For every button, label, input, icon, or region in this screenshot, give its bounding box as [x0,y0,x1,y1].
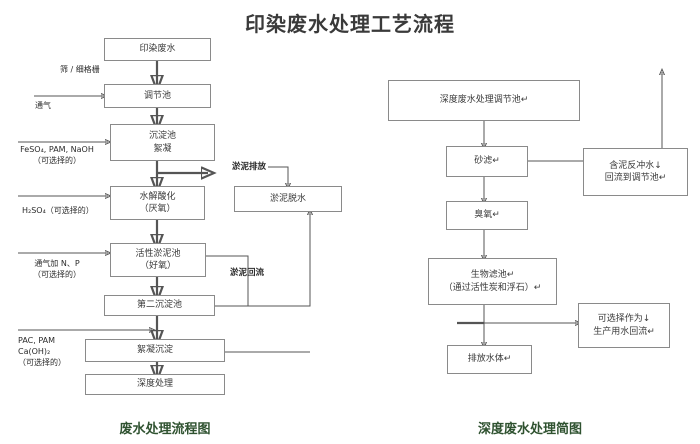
box-equalization-tank[interactable]: 调节池 [104,84,211,108]
box-dye-wastewater[interactable]: 印染废水 [104,38,211,61]
box-label: 深度处理 [136,379,173,390]
box-optional-production-reuse[interactable]: 可选择作为↓ 生产用水回流↵ [578,303,670,348]
label-feso4-pam-naoh: FeSO₄, PAM, NaOH （可选择的） [8,144,106,166]
box-advanced-treatment[interactable]: 深度处理 [85,374,225,395]
box-label-line2: （厌氧） [139,204,176,214]
aeration-line1: 通气加 N、P [34,259,80,268]
label-aeration-np: 通气加 N、P （可选择的） [8,258,106,280]
box-label: 臭氧↵ [474,210,500,221]
label-sludge-discharge: 淤泥排放 [232,162,267,172]
box-label: 印染废水 [139,44,176,55]
box-sedimentation-flocculation[interactable]: 沉淀池 絮凝 [110,124,215,161]
box-second-sedimentation-tank[interactable]: 第二沉淀池 [104,295,215,316]
box-label-line1: 生物滤池↵ [470,270,515,281]
box-label-line2: 生产用水回流↵ [593,326,655,337]
aeration-line2: （可选择的） [33,270,81,280]
box-label: 调节池 [143,90,171,101]
box-label-line2: 絮凝 [153,143,172,154]
box-discharge-water-body[interactable]: 排放水体↵ [447,345,532,374]
box-label-line2: （通过活性炭和浮石）↵ [443,282,542,293]
box-ozone[interactable]: 臭氧↵ [446,201,528,230]
coagulant-line1: PAC, PAM [18,336,56,345]
box-label: 深度废水处理调节池↵ [439,95,529,106]
box-label-line1: 活性淤泥池 [135,248,181,259]
box-label-line1: 沉淀池 [148,131,176,142]
box-label-line1: 含泥反冲水↓ [609,160,662,171]
label-pac-pam-caoh2: PAC, PAM Ca(OH)₂ （可选择的） [18,336,66,368]
box-sludge-backwash-return[interactable]: 含泥反冲水↓ 回流到调节池↵ [583,148,688,196]
box-hydrolysis-acidification[interactable]: 水解酸化 （厌氧） [110,186,205,220]
box-label: 排放水体↵ [467,354,512,365]
box-activated-sludge-tank[interactable]: 活性淤泥池 （好氧） [110,243,206,277]
box-label-line1: 可选择作为↓ [597,314,651,325]
box-label: 砂滤↵ [474,156,500,167]
box-sludge-dewatering[interactable]: 淤泥脱水 [234,186,342,212]
page-title: 印染废水处理工艺流程 [245,12,455,36]
box-flocculation-precipitation[interactable]: 絮凝沉淀 [85,339,225,362]
label-aeration: 通气 [35,101,51,110]
box-label: 第二沉淀池 [136,300,182,311]
label-screen-fine-grate: 筛 / 细格栅 [60,65,100,74]
caption-left-chart: 废水处理流程图 [119,422,211,437]
chemical-line2: （可选择的） [33,156,81,166]
coagulant-line3: （可选择的） [18,357,66,367]
box-label-line2: （好氧） [139,261,176,271]
box-label: 淤泥脱水 [269,193,306,204]
box-sand-filter[interactable]: 砂滤↵ [446,146,528,177]
chemical-line1: FeSO₄, PAM, NaOH [20,145,94,154]
box-label: 絮凝沉淀 [136,345,173,356]
label-sludge-return: 淤泥回流 [230,268,265,278]
box-biological-filter[interactable]: 生物滤池↵ （通过活性炭和浮石）↵ [428,258,557,305]
coagulant-line2: Ca(OH)₂ [18,346,51,356]
box-advanced-equalization-tank[interactable]: 深度废水处理调节池↵ [388,80,580,121]
caption-right-chart: 深度废水处理简图 [477,422,582,437]
box-label-line1: 水解酸化 [139,191,176,202]
box-label-line2: 回流到调节池↵ [604,173,667,183]
label-h2so4: H₂SO₄（可选择的） [22,206,94,215]
